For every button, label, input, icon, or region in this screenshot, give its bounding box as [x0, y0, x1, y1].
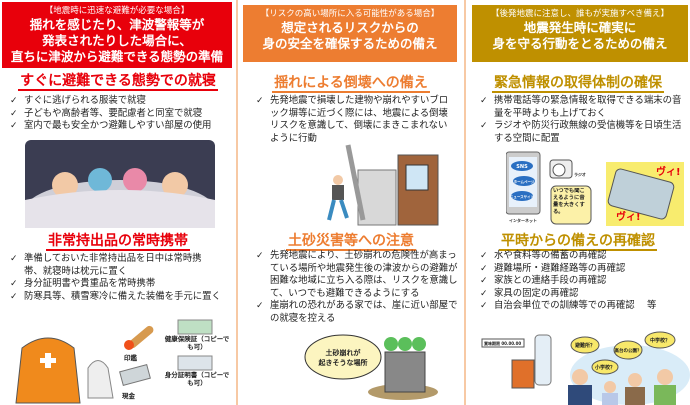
header-box: 【後発地震に注意し、誰もが実施すべき備え】 地震発生時に確実に 身を守る行動をと…: [472, 5, 688, 62]
bullet-item: 先発地震により、土砂崩れの危険性が高まっている場所や地震発生後の津波からの避難が…: [256, 250, 461, 300]
bubble-text: いつでも聞こえるように音量を大きくする。: [553, 188, 585, 215]
header-subtitle: 【リスクの高い場所に入る可能性がある場合】: [260, 9, 440, 19]
svg-text:避難所？: 避難所？: [574, 342, 595, 349]
header-subtitle: 【後発地震に注意し、誰もが実施すべき備え】: [491, 9, 669, 19]
column-divider: [236, 0, 238, 405]
label-insurance-card: 健康保険証（コピーでも可）: [164, 335, 230, 351]
svg-text:高台の公園？: 高台の公園？: [615, 347, 642, 354]
header-title-line: 身を守る行動をとるための備え: [492, 36, 668, 51]
header-title-line: 想定されるリスクからの: [281, 20, 419, 35]
family-discussion-illustration: 賞味期限 00.00.00 避難所？ 小学校？ 高台の公園？ 中学校？: [481, 331, 690, 405]
section-title: 緊急情報の取得体制の確保: [492, 75, 664, 93]
bullet-item: 子どもや高齢者等、要配慮者と同室で就寝: [10, 108, 234, 121]
bullet-item: 避難場所・避難経路等の再確認: [480, 263, 688, 276]
bullet-item: 家具の固定の再確認: [480, 288, 688, 301]
section-title: 平時からの備えの再確認: [499, 233, 657, 251]
column-high-risk-areas: 【リスクの高い場所に入る可能性がある場合】 想定されるリスクからの 身の安全を確…: [238, 0, 464, 405]
svg-text:インターネット: インターネット: [509, 217, 537, 223]
header-title-line: 直ちに津波から避難できる態勢の準備: [10, 49, 224, 64]
svg-text:ホームページ: ホームページ: [514, 179, 535, 184]
bullet-item: 準備しておいた非常持出品を日中は常時携帯、就寝時は枕元に置く: [10, 253, 236, 278]
bullet-list: 先発地震で損壊した建物や崩れやすいブロック塀等に近づく際には、地震による倒壊リス…: [256, 95, 456, 145]
column-divider: [464, 0, 466, 405]
bubble-text: 土砂崩れが: [326, 348, 361, 357]
landslide-illustration: 土砂崩れが 起きそうな場所: [304, 334, 438, 400]
svg-text:ヴィ!: ヴィ!: [656, 165, 681, 178]
label-cash: 現金: [122, 391, 136, 400]
bullet-item: 防寒具等、積雪寒冷に備えた装備を手元に置く: [10, 291, 236, 304]
label-id-card: 身分証明書（コピーでも可）: [164, 371, 230, 387]
emergency-kit-illustration: 印鑑 現金 健康保険証（コピーでも可） 身分証明書（コピーでも可）: [15, 319, 230, 404]
svg-text:ヴィ!: ヴィ!: [616, 210, 641, 223]
column-aftershock-preparation: 【後発地震に注意し、誰もが実施すべき備え】 地震発生時に確実に 身を守る行動をと…: [466, 0, 690, 405]
bubble-text: 起きそうな場所: [318, 358, 368, 367]
header-box: 【リスクの高い場所に入る可能性がある場合】 想定されるリスクからの 身の安全を確…: [243, 5, 457, 62]
header-title-line: 揺れを感じたり、津波警報等が: [29, 17, 205, 32]
bullet-list: 準備しておいた非常持出品を日中は常時携帯、就寝時は枕元に置く 身分証明書や貴重品…: [10, 253, 236, 303]
bullet-item: 家族との連絡手段の再確認: [480, 275, 688, 288]
svg-text:小学校？: 小学校？: [595, 364, 615, 371]
section-title: 土砂災害等への注意: [286, 233, 416, 251]
emergency-alert-illustration: SNS ホームページ ニュースサイト インターネット ラジオ いつでも聞こえるよ…: [506, 151, 684, 226]
bullet-item: 水や食料等の備蓄の再確認: [480, 250, 688, 263]
bullet-list: すぐに逃げられる服装で就寝 子どもや高齢者等、要配慮者と同室で就寝 室内で最も安…: [10, 95, 234, 133]
section-title: 非常持出品の常時携帯: [46, 233, 190, 251]
bullet-list: 携帯電話等の緊急情報を取得できる端末の音量を平時よりも上げておく ラジオや防災行…: [480, 95, 688, 145]
bullet-item: 先発地震で損壊した建物や崩れやすいブロック塀等に近づく際には、地震による倒壊リス…: [256, 95, 456, 145]
bullet-item: すぐに逃げられる服装で就寝: [10, 95, 234, 108]
header-box: 【地震時に迅速な避難が必要な場合】 揺れを感じたり、津波警報等が 発表されたりし…: [2, 2, 232, 68]
label-seal: 印鑑: [124, 353, 138, 362]
bullet-item: 崖崩れの恐れがある家では、崖に近い部屋での就寝を控える: [256, 300, 461, 325]
svg-text:賞味期限 00.00.00: 賞味期限 00.00.00: [483, 340, 521, 346]
svg-text:ラジオ: ラジオ: [574, 171, 586, 177]
svg-text:中学校？: 中学校？: [650, 337, 670, 344]
header-subtitle: 【地震時に迅速な避難が必要な場合】: [44, 6, 190, 16]
bullet-list: 先発地震により、土砂崩れの危険性が高まっている場所や地震発生後の津波からの避難が…: [256, 250, 461, 325]
header-title-line: 発表されたりした場合に、: [42, 33, 192, 48]
bullet-item: 携帯電話等の緊急情報を取得できる端末の音量を平時よりも上げておく: [480, 95, 688, 120]
bullet-item: 室内で最も安全かつ避難しやすい部屋の使用: [10, 120, 234, 133]
section-title: すぐに避難できる態勢での就寝: [18, 73, 218, 91]
bullet-item: 身分証明書や貴重品を常時携帯: [10, 278, 236, 291]
svg-text:ニュースサイト: ニュースサイト: [510, 194, 535, 199]
collapsing-wall-illustration: [327, 144, 439, 226]
header-title-line: 身の安全を確保するための備え: [262, 36, 438, 51]
header-title-line: 地震発生時に確実に: [523, 20, 637, 35]
bullet-list: 水や食料等の備蓄の再確認 避難場所・避難経路等の再確認 家族との連絡手段の再確認…: [480, 250, 688, 313]
section-title: 揺れによる倒壊への備え: [272, 75, 430, 93]
svg-text:SNS: SNS: [516, 164, 528, 170]
column-urgent-evacuation: 【地震時に迅速な避難が必要な場合】 揺れを感じたり、津波警報等が 発表されたりし…: [0, 0, 236, 405]
bullet-item: ラジオや防災行政無線の受信機等を日頃生活する空間に配置: [480, 120, 688, 145]
family-sleeping-illustration: [25, 140, 215, 228]
bullet-item: 自治会単位での訓練等での再確認 等: [480, 300, 688, 313]
